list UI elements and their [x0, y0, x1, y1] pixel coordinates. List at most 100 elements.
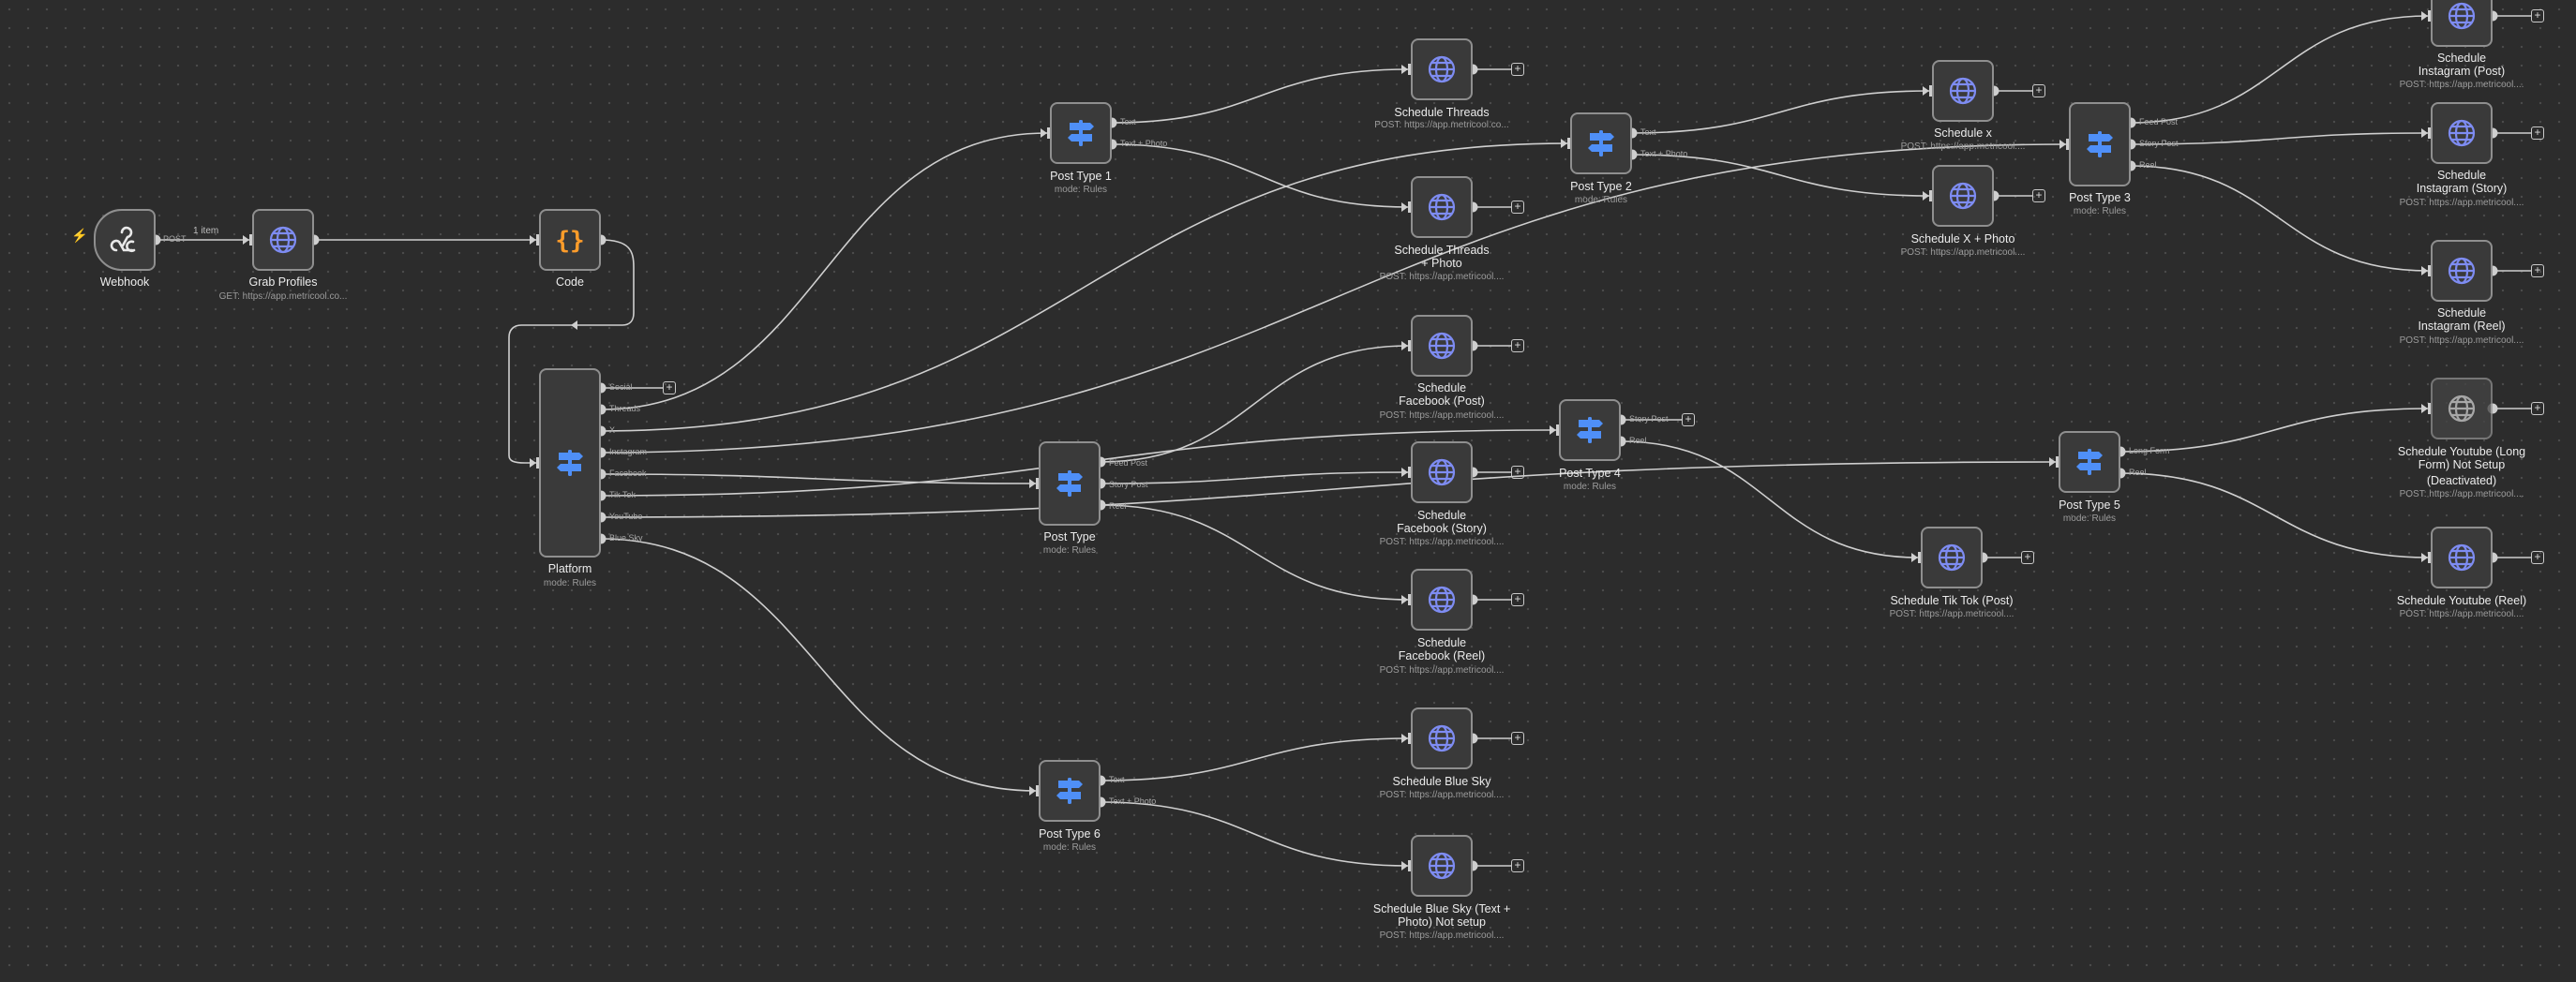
schedule-x-photo-node[interactable] — [1932, 165, 1994, 227]
schedule-x-photo-title: Schedule X + Photo — [1910, 232, 2015, 246]
switch-icon — [1574, 414, 1606, 446]
schedule-instagram-post-node[interactable] — [2431, 0, 2493, 47]
add-node-button[interactable]: + — [1511, 466, 1524, 479]
schedule-instagram-reel-node[interactable] — [2431, 240, 2493, 302]
webhook-title: Webhook — [99, 275, 150, 289]
connection-arrow — [1401, 341, 1408, 350]
add-node-button[interactable]: + — [1511, 859, 1524, 872]
schedule-youtube-reel-node[interactable] — [2431, 527, 2493, 588]
post-type-1-node[interactable] — [1050, 102, 1112, 164]
platform-output-label: Facebook — [609, 469, 647, 478]
platform-subtitle: mode: Rules — [543, 578, 597, 588]
post-type-2-node[interactable] — [1570, 112, 1632, 174]
connection-arrow — [2421, 404, 2428, 413]
add-node-button[interactable]: + — [2021, 551, 2034, 564]
schedule-bluesky-photo-subtitle: POST: https://app.metricool.... — [1379, 930, 1505, 941]
post-type-3-title: Post Type 3 — [2069, 191, 2131, 204]
add-node-button[interactable]: + — [1682, 413, 1695, 426]
code-title: Code — [556, 275, 584, 289]
schedule-x-subtitle: POST: https://app.metricool.... — [1900, 141, 2026, 152]
globe-icon — [1426, 584, 1458, 616]
globe-icon — [2446, 542, 2478, 573]
connection-arrow — [1923, 86, 1929, 96]
connection-arrow — [1401, 861, 1408, 870]
post-type-3-node[interactable] — [2069, 102, 2131, 186]
connection-arrow — [1923, 191, 1929, 201]
connection-arrow — [2421, 553, 2428, 562]
post-type-6-title: Post Type 6 — [1039, 827, 1101, 841]
add-node-button[interactable]: + — [1511, 63, 1524, 76]
schedule-youtube-long-title: Schedule Youtube (Long Form) Not Setup — [2397, 445, 2526, 471]
connection-arrow — [2421, 11, 2428, 21]
post-type-node[interactable] — [1039, 441, 1101, 526]
platform-node[interactable] — [539, 368, 601, 558]
post-type-5-node[interactable] — [2059, 431, 2120, 493]
post-type-4-node[interactable] — [1559, 399, 1621, 461]
schedule-threads-node[interactable] — [1411, 38, 1473, 100]
post-type-4-output-label: Reel — [1629, 436, 1647, 445]
post-type-1-subtitle: mode: Rules — [1054, 185, 1108, 195]
schedule-tiktok-node[interactable] — [1921, 527, 1983, 588]
add-node-button[interactable]: + — [1511, 593, 1524, 606]
add-node-button[interactable]: + — [2531, 126, 2544, 140]
connection-arrow — [2421, 128, 2428, 138]
post-type-3-output-label: Reel — [2139, 160, 2157, 170]
add-node-button[interactable]: + — [2531, 9, 2544, 22]
svg-text:{}: {} — [555, 227, 584, 255]
schedule-facebook-reel-node[interactable] — [1411, 569, 1473, 631]
switch-icon — [1065, 117, 1097, 149]
schedule-bluesky-photo-node[interactable] — [1411, 835, 1473, 897]
platform-output-label: Social — [609, 382, 633, 392]
schedule-youtube-reel-title: Schedule Youtube (Reel) — [2396, 594, 2527, 607]
add-node-button[interactable]: + — [1511, 201, 1524, 214]
grab-profiles-title: Grab Profiles — [248, 275, 318, 289]
schedule-bluesky-node[interactable] — [1411, 707, 1473, 769]
add-node-button[interactable]: + — [1511, 339, 1524, 352]
code-braces-icon: {} — [554, 224, 586, 256]
add-node-button[interactable]: + — [1511, 732, 1524, 745]
globe-icon — [1426, 53, 1458, 85]
post-type-2-subtitle: mode: Rules — [1574, 195, 1628, 205]
connection-arrow — [1401, 595, 1408, 604]
schedule-instagram-story-subtitle: POST: https://app.metricool.... — [2399, 198, 2524, 208]
add-node-button[interactable]: + — [2032, 84, 2045, 97]
connection-arrow — [530, 235, 536, 245]
connection-arrow — [1041, 128, 1047, 138]
connection-line — [600, 538, 1037, 792]
globe-icon — [2446, 0, 2478, 32]
post-type-6-node[interactable] — [1039, 760, 1101, 822]
post-type-5-output-label: Reel — [2129, 468, 2147, 477]
schedule-bluesky-subtitle: POST: https://app.metricool.... — [1379, 790, 1505, 800]
schedule-youtube-long-subtitle: POST: https://app.metricool.... — [2399, 489, 2524, 499]
add-node-button[interactable]: + — [663, 381, 676, 394]
add-node-button[interactable]: + — [2032, 189, 2045, 202]
grab-profiles-subtitle: GET: https://app.metricool.co... — [218, 291, 348, 302]
schedule-youtube-long-node[interactable] — [2431, 378, 2493, 439]
add-node-button[interactable]: + — [2531, 402, 2544, 415]
platform-title: Platform — [547, 562, 592, 575]
platform-output-label: YouTube — [609, 512, 643, 521]
globe-icon — [1426, 456, 1458, 488]
schedule-x-title: Schedule x — [1934, 126, 1992, 140]
webhook-node[interactable] — [94, 209, 156, 271]
schedule-threads-photo-node[interactable] — [1411, 176, 1473, 238]
schedule-youtube-reel-subtitle: POST: https://app.metricool.... — [2399, 609, 2524, 619]
schedule-instagram-story-node[interactable] — [2431, 102, 2493, 164]
schedule-facebook-post-node[interactable] — [1411, 315, 1473, 377]
globe-icon — [1936, 542, 1968, 573]
connection-line — [600, 473, 1037, 484]
grab-profiles-node[interactable] — [252, 209, 314, 271]
schedule-facebook-post-title: Schedule Facebook (Post) — [1399, 381, 1485, 408]
webhook-output-label: POST — [163, 234, 187, 244]
post-type-output-label: Reel — [1109, 501, 1127, 511]
add-node-button[interactable]: + — [2531, 264, 2544, 277]
code-node[interactable]: {} — [539, 209, 601, 271]
platform-output-label: Instagram — [609, 447, 648, 456]
schedule-facebook-story-node[interactable] — [1411, 441, 1473, 503]
schedule-threads-photo-subtitle: POST: https://app.metricool.... — [1379, 272, 1505, 282]
schedule-x-node[interactable] — [1932, 60, 1994, 122]
switch-icon — [554, 447, 586, 479]
connection-arrow — [2049, 457, 2056, 467]
add-node-button[interactable]: + — [2531, 551, 2544, 564]
schedule-facebook-post-subtitle: POST: https://app.metricool.... — [1379, 410, 1505, 421]
